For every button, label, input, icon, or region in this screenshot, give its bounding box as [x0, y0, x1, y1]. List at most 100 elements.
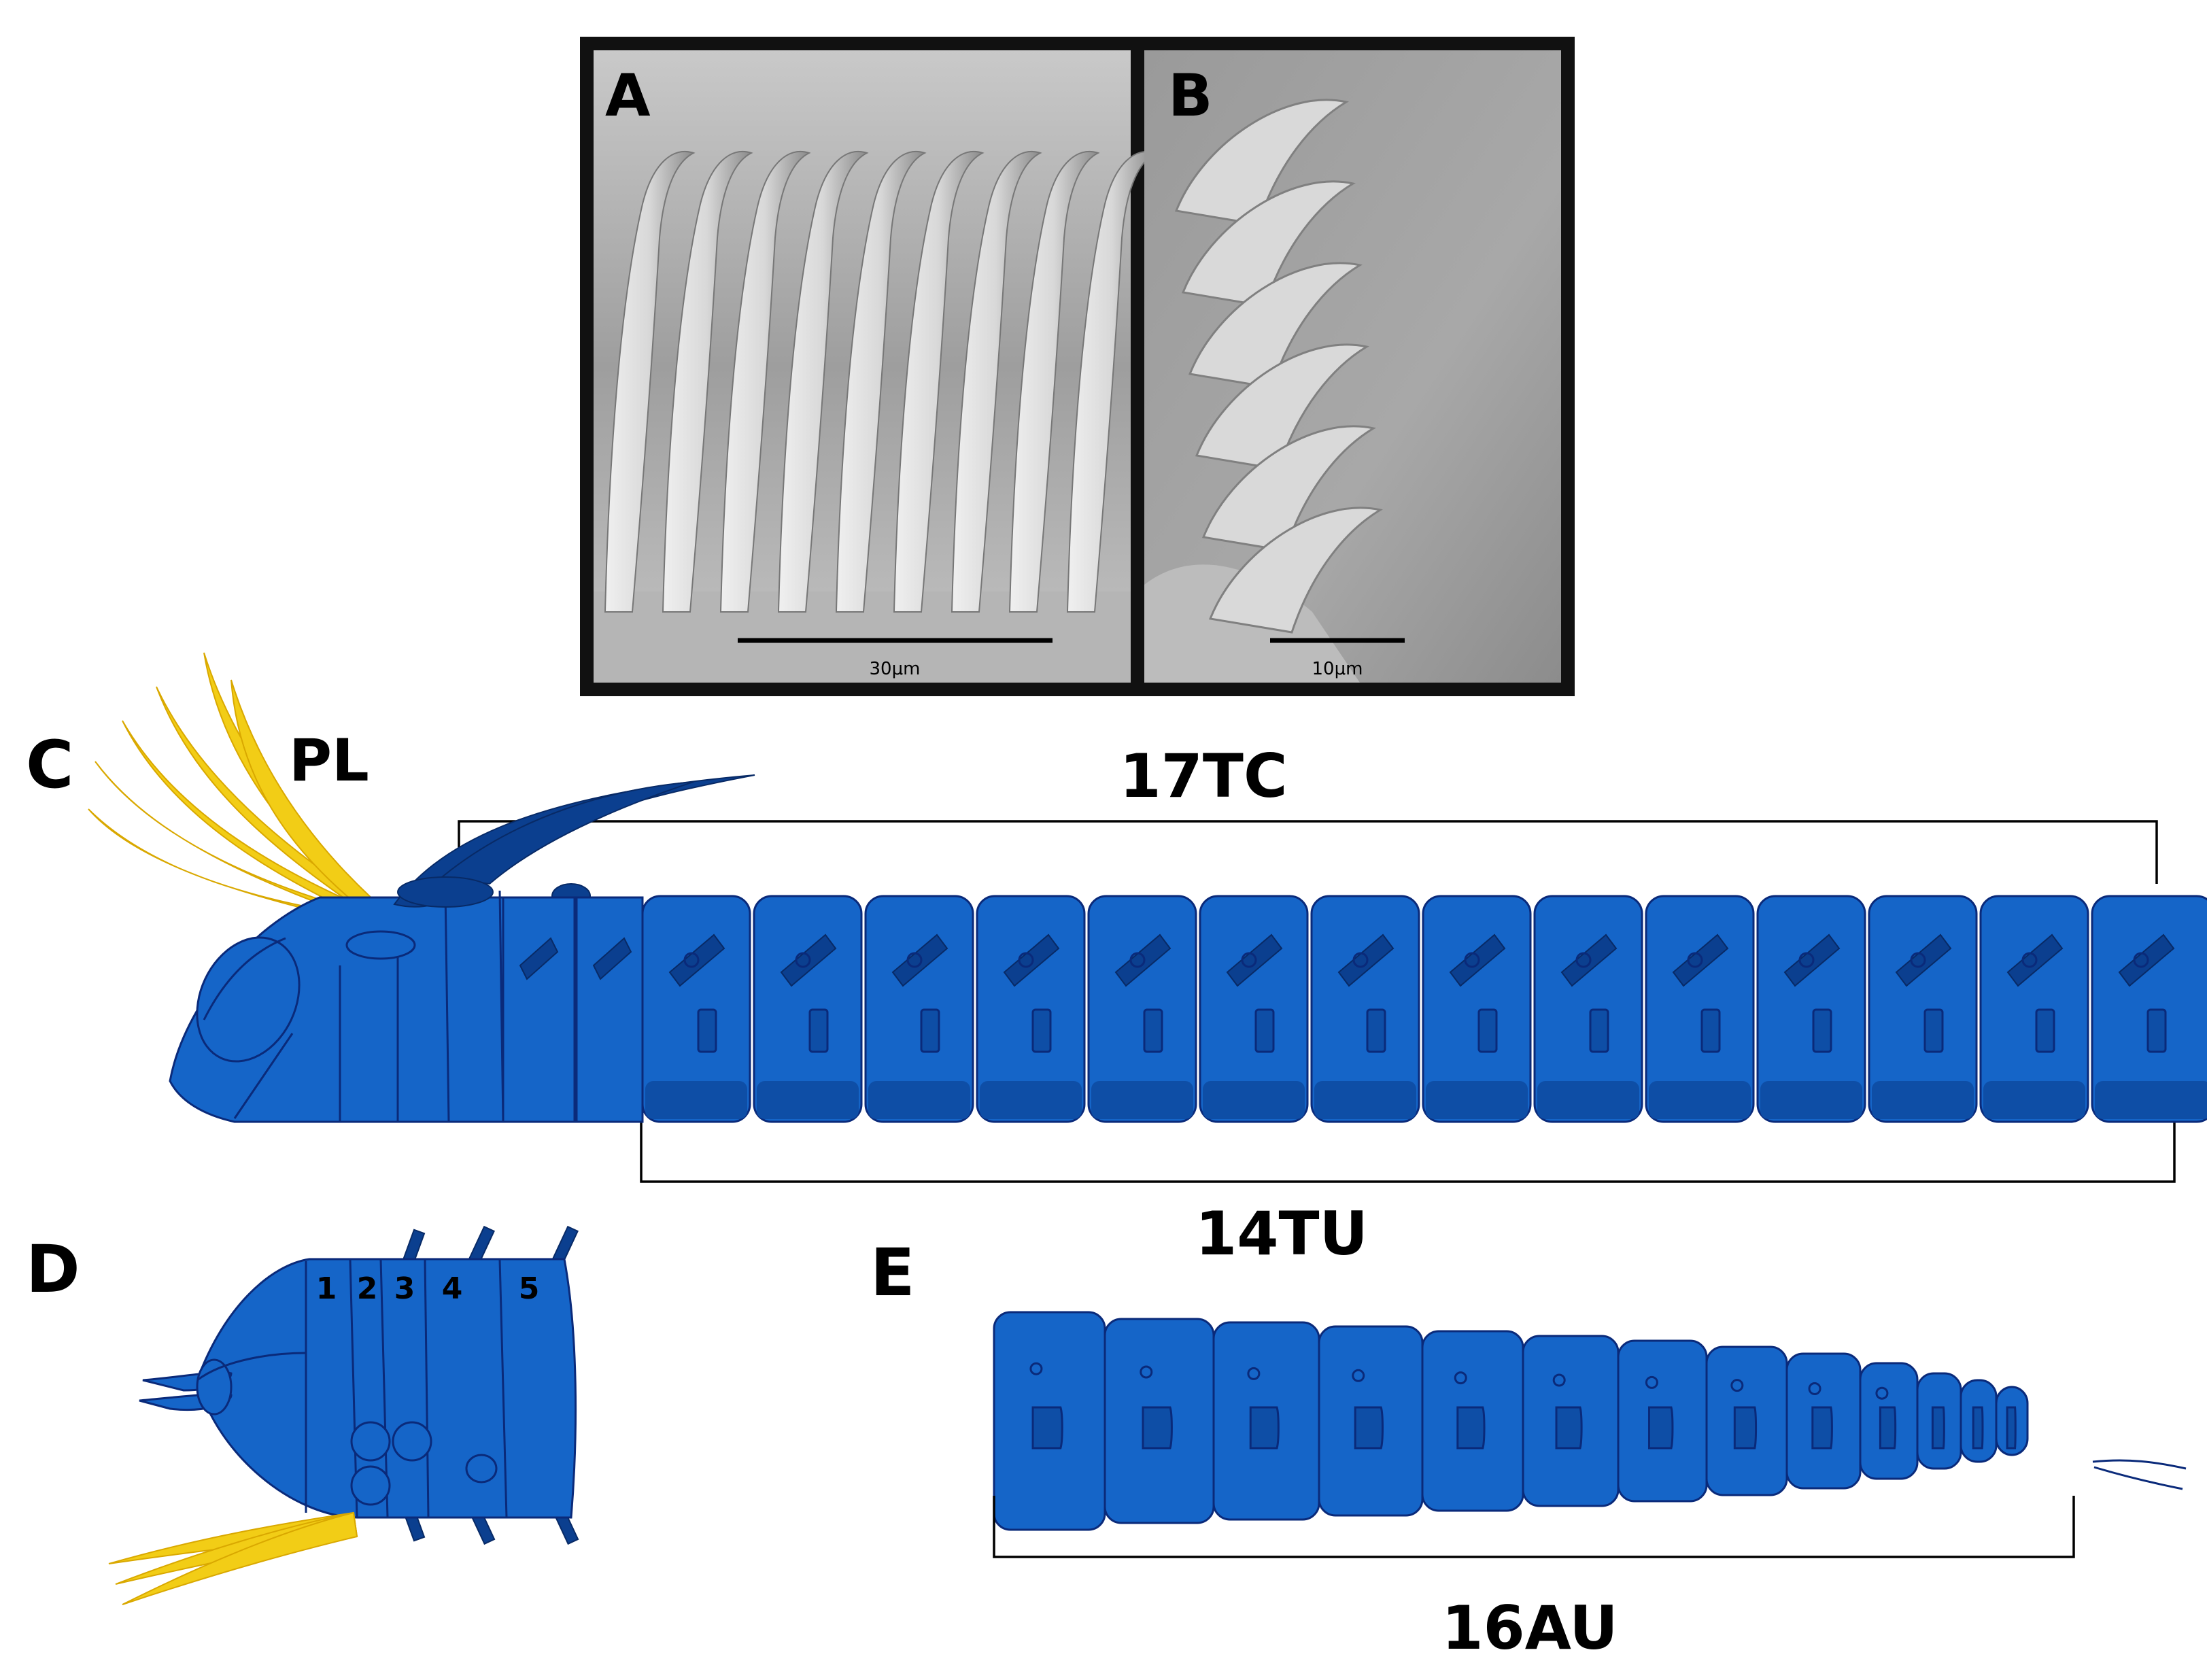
uniramous-chaetiger [976, 895, 1086, 1123]
notopodium [1672, 933, 1729, 987]
sem-panel-b: B 10μm [1144, 50, 1561, 683]
ventral-shield [645, 1081, 747, 1119]
ventral-shield [1314, 1081, 1416, 1119]
au-bracket [993, 1496, 2075, 1558]
notopodium [1226, 933, 1283, 987]
uniramous-chaetiger [1087, 895, 1197, 1123]
hook [1174, 99, 1349, 226]
abdominal-torus [1456, 1406, 1486, 1450]
notopodial-lobe [1129, 952, 1146, 968]
ventral-shield [868, 1081, 970, 1119]
uncini-side-teeth [1144, 99, 1383, 683]
notopodium [1895, 933, 1952, 987]
uncinal-torus [1031, 1008, 1052, 1053]
notopodium [1114, 933, 1171, 987]
notopodial-lobe [1910, 952, 1926, 968]
ventral-shield [1203, 1081, 1305, 1119]
anterior-end [108, 1225, 579, 1605]
abdominal-torus [1931, 1406, 1945, 1450]
notopodium [1560, 933, 1618, 987]
tooth [951, 150, 1042, 613]
hook [1201, 425, 1376, 552]
panel-e-label: E [870, 1235, 915, 1311]
tc-bracket [458, 820, 2158, 884]
ventral-shield [1091, 1081, 1193, 1119]
notopodial-lobe [906, 952, 923, 968]
notopodial-papilla [1247, 1367, 1261, 1380]
segment-number-4: 4 [442, 1271, 463, 1306]
notopodial-lobe [1687, 952, 1703, 968]
notopodial-lobe [1018, 952, 1034, 968]
segment-number-1: 1 [316, 1271, 337, 1306]
ventral-shield [2095, 1081, 2207, 1119]
au-label: 16AU [1441, 1593, 1618, 1663]
notopodium [780, 933, 837, 987]
uncinal-torus [1700, 1008, 1721, 1053]
uncinal-torus [1812, 1008, 1832, 1053]
abdominal-torus [1811, 1406, 1833, 1450]
uniramous-chaetiger [864, 895, 974, 1123]
notopodium [1449, 933, 1506, 987]
notopodium [519, 937, 559, 980]
notopodial-lobe [795, 952, 811, 968]
uncinal-torus [1477, 1008, 1498, 1053]
uniramous-chaetiger [1756, 895, 1866, 1123]
uniramous-chaetiger [1868, 895, 1978, 1123]
notopodial-papilla [1875, 1386, 1889, 1400]
palea-chaetae [88, 652, 400, 929]
notopodial-papilla [1352, 1369, 1365, 1382]
notopodium [2118, 933, 2175, 987]
notopodial-papilla [1140, 1365, 1153, 1379]
tooth [662, 150, 753, 613]
notopodium [2006, 933, 2064, 987]
notopodial-lobe [2133, 952, 2149, 968]
pl-label: PL [289, 727, 369, 795]
uncinal-torus [808, 1008, 829, 1053]
notopodial-lobe [1352, 952, 1369, 968]
tooth [893, 150, 985, 613]
uncini-teeth [594, 150, 1158, 683]
ventral-shield [1649, 1081, 1751, 1119]
notopodial-lobe [1575, 952, 1592, 968]
ventral-shield [1872, 1081, 1974, 1119]
abdominal-torus [1249, 1406, 1280, 1450]
sem-panel-a: A 30μm [594, 50, 1158, 683]
panel-c-label: C [26, 727, 73, 803]
notopodial-lobe [1798, 952, 1815, 968]
scale-label-b: 10μm [1312, 659, 1363, 679]
panel-e: E 16AU [870, 1235, 2187, 1663]
abdominal-torus [1648, 1406, 1674, 1450]
abdominal-uncinigers [993, 1311, 2029, 1531]
notopodial-papilla [1730, 1379, 1744, 1392]
uniramous-chaetiger [1310, 895, 1420, 1123]
uniramous-chaetiger [753, 895, 863, 1123]
uncinal-torus [920, 1008, 940, 1053]
ventral-shield [980, 1081, 1082, 1119]
uncinal-torus [1923, 1008, 1944, 1053]
uniramous-chaetiger [1422, 895, 1532, 1123]
notopodium [1003, 933, 1060, 987]
segment-number-3: 3 [394, 1271, 415, 1306]
tooth [1008, 150, 1100, 613]
notopodial-papilla [1552, 1373, 1566, 1387]
tu-bracket [640, 1122, 2176, 1183]
abdominal-torus [1972, 1406, 1984, 1450]
hook [1188, 262, 1363, 389]
notopodium [668, 933, 725, 987]
abdominal-torus [1354, 1406, 1384, 1450]
uncinal-torus [1143, 1008, 1163, 1053]
tu-label: 14TU [1195, 1199, 1368, 1269]
uncinal-torus [1366, 1008, 1386, 1053]
abdominal-torus [1733, 1406, 1758, 1450]
uniramous-chaetiger [1533, 895, 1643, 1123]
notopodial-papilla [1029, 1362, 1043, 1375]
segment-number-2: 2 [357, 1271, 378, 1306]
panel-c: C PL 17TC 14TU [26, 652, 2207, 1269]
ventral-shield [1983, 1081, 2085, 1119]
notopodial-lobe [1464, 952, 1480, 968]
uniramous-chaetiger [1979, 895, 2089, 1123]
notopodial-papilla [1808, 1382, 1821, 1395]
notopodial-papilla [1454, 1371, 1467, 1385]
notopodium [1337, 933, 1395, 987]
abdominal-torus [1879, 1406, 1897, 1450]
